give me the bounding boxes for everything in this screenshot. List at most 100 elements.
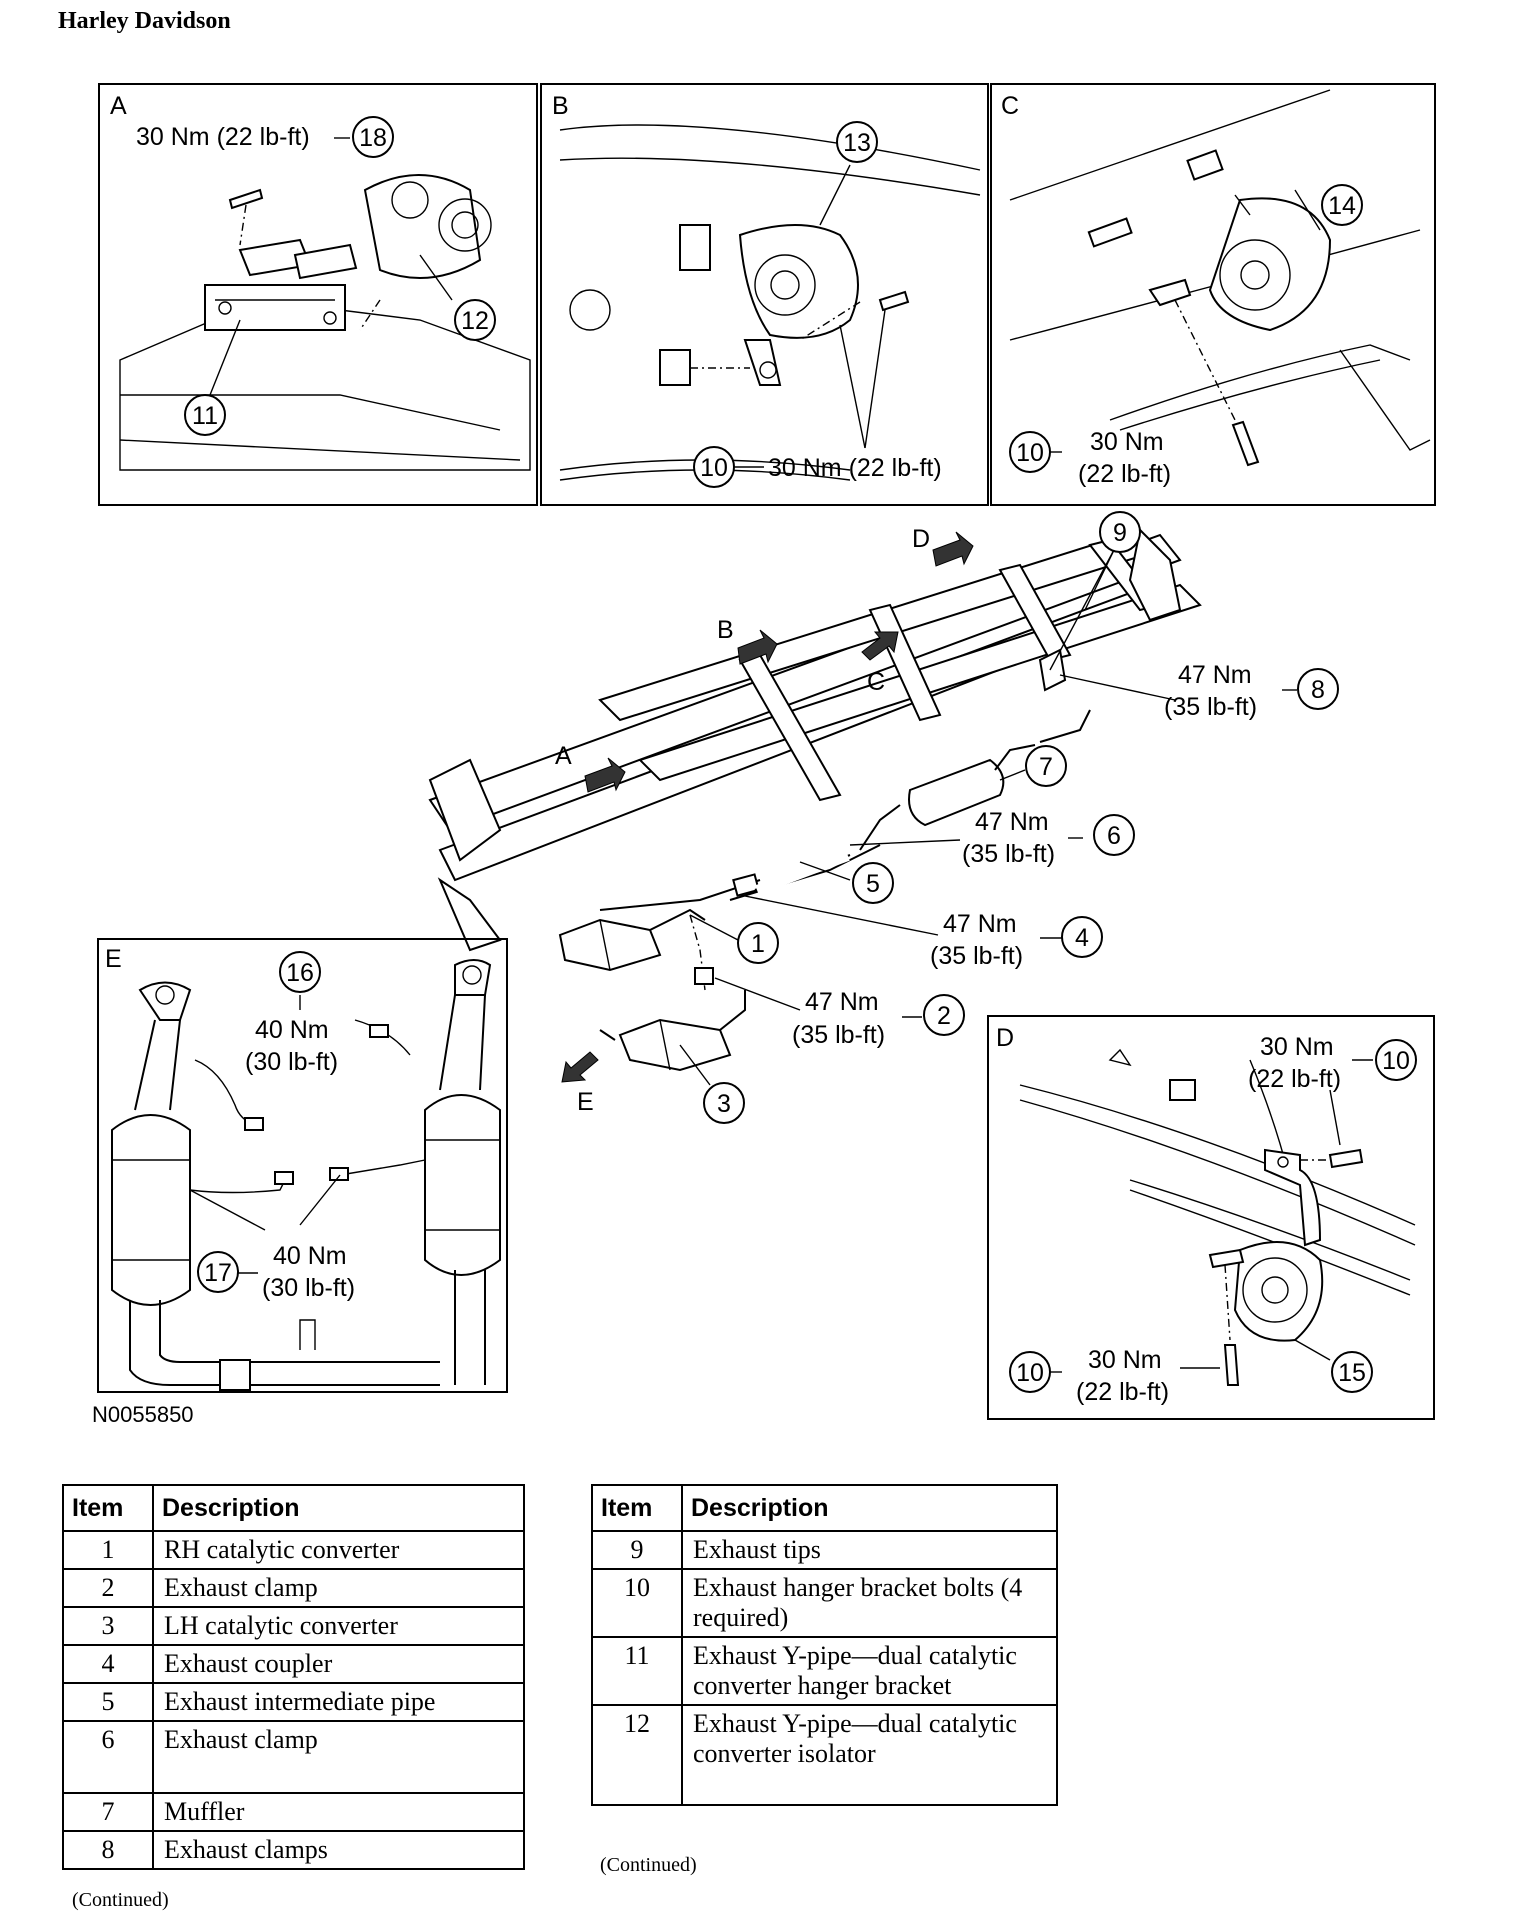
panel-b-torque: 30 Nm (22 lb-ft) [768,454,942,482]
callout-14: 14 [1321,184,1363,226]
svg-text:10: 10 [1382,1047,1410,1075]
torque-6-metric: 47 Nm [975,808,1049,836]
callout-9: 9 [1099,511,1141,553]
page-title: Harley Davidson [58,8,231,34]
continued-note-left: (Continued) [72,1889,169,1911]
svg-text:E: E [577,1088,594,1116]
svg-text:10: 10 [1016,1359,1044,1387]
panel-d: D 30 Nm (22 lb-ft) 10 10 30 Nm (22 lb-ft… [987,1015,1435,1420]
panel-d-torque-top-metric: 30 Nm [1260,1033,1334,1061]
callout-7: 7 [1025,745,1067,787]
torque-2-metric: 47 Nm [805,988,879,1016]
panel-e-torque1-imperial: (30 lb-ft) [245,1048,338,1076]
panel-d-torque-top-imperial: (22 lb-ft) [1248,1065,1341,1093]
svg-text:10: 10 [700,454,728,482]
panel-d-torque-bottom-metric: 30 Nm [1088,1346,1162,1374]
torque-8-metric: 47 Nm [1178,661,1252,689]
svg-text:3: 3 [717,1090,731,1118]
arrow-d: D [912,525,974,567]
torque-4-imperial: (35 lb-ft) [930,942,1023,970]
table-header-description: Description [152,1484,525,1532]
panel-c-torque-metric: 30 Nm [1090,428,1164,456]
panel-c: C 14 10 30 Nm (22 lb-ft) [990,83,1436,506]
svg-text:12: 12 [461,307,489,335]
callout-16: 16 [279,951,321,993]
svg-text:2: 2 [937,1002,951,1030]
svg-text:14: 14 [1328,192,1356,220]
svg-text:9: 9 [1113,519,1127,547]
callout-11: 11 [184,394,226,436]
callout-2: 2 [923,994,965,1036]
arrow-c: C [861,631,899,696]
exhaust-system-diagram: A 30 Nm (22 lb-ft) 18 12 11 B [92,83,1436,1427]
panel-e-torque2-imperial: (30 lb-ft) [262,1274,355,1302]
svg-text:15: 15 [1338,1359,1366,1387]
arrow-e: E [561,1051,599,1116]
panel-d-letter: D [996,1024,1014,1052]
torque-2-imperial: (35 lb-ft) [792,1021,885,1049]
table-header-item: Item [62,1484,154,1532]
callout-5: 5 [852,862,894,904]
svg-text:A: A [555,742,572,770]
callout-10-b: 10 [693,446,735,488]
svg-text:7: 7 [1039,753,1053,781]
main-callouts: 9 47 Nm (35 lb-ft) 8 7 47 Nm (35 lb-ft) … [679,511,1339,1124]
panel-e-letter: E [105,945,122,973]
callout-1: 1 [737,922,779,964]
panel-a: A 30 Nm (22 lb-ft) 18 12 11 [98,83,538,506]
callout-17: 17 [197,1251,239,1293]
callout-3: 3 [703,1082,745,1124]
svg-text:5: 5 [866,870,880,898]
arrow-a: A [555,742,626,793]
svg-text:C: C [867,668,885,696]
panel-a-letter: A [110,92,127,120]
table-header-item: Item [591,1484,683,1532]
panel-c-letter: C [1001,92,1019,120]
panel-a-torque: 30 Nm (22 lb-ft) [136,123,310,151]
svg-text:6: 6 [1107,822,1121,850]
callout-10-c: 10 [1009,431,1051,473]
torque-4-metric: 47 Nm [943,910,1017,938]
torque-6-imperial: (35 lb-ft) [962,840,1055,868]
panel-b: B 13 10 30 Nm (22 lb-ft) [540,83,989,506]
main-frame-assembly [428,527,1202,1072]
torque-8-imperial: (35 lb-ft) [1164,693,1257,721]
callout-10-d-bottom: 10 [1009,1351,1051,1393]
svg-text:11: 11 [192,402,218,430]
callout-13: 13 [836,121,878,163]
panel-c-torque-imperial: (22 lb-ft) [1078,460,1171,488]
svg-text:18: 18 [359,124,387,152]
svg-text:10: 10 [1016,439,1044,467]
panel-e-torque1-metric: 40 Nm [255,1016,329,1044]
callout-8: 8 [1297,668,1339,710]
callout-12: 12 [454,299,496,341]
callout-18: 18 [352,116,394,158]
svg-text:D: D [912,525,930,553]
svg-text:1: 1 [751,930,765,958]
callout-15: 15 [1331,1351,1373,1393]
table-header-description: Description [681,1484,1058,1532]
continued-note-right: (Continued) [600,1854,697,1876]
svg-text:16: 16 [286,959,314,987]
callout-4: 4 [1061,916,1103,958]
view-arrows: A B C D E [555,525,974,1116]
arrow-b: B [717,616,778,665]
svg-text:8: 8 [1311,676,1325,704]
svg-text:4: 4 [1075,924,1089,952]
panel-b-letter: B [552,92,569,120]
callout-10-d-top: 10 [1375,1039,1417,1081]
svg-text:17: 17 [204,1259,232,1287]
panel-d-torque-bottom-imperial: (22 lb-ft) [1076,1378,1169,1406]
